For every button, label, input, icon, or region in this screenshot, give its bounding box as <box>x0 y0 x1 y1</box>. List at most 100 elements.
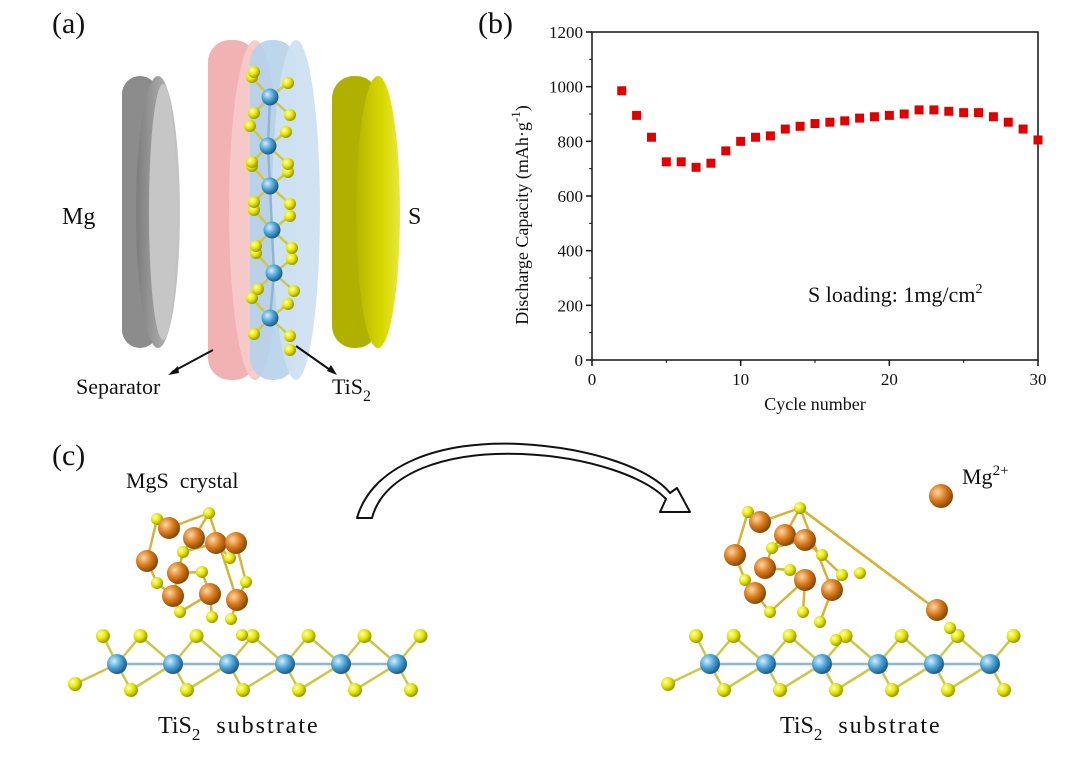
y-tick-label: 0 <box>575 351 584 370</box>
s-atom <box>764 606 776 618</box>
mg-electrode-label: Mg <box>62 204 95 230</box>
s-atom <box>236 629 248 641</box>
ti-atom <box>163 654 183 674</box>
tis2-atom-chain <box>244 66 300 356</box>
ti-atom <box>700 654 720 674</box>
y-tick-label: 800 <box>558 132 584 151</box>
s-atom <box>284 198 296 210</box>
tis2-disc <box>250 40 320 380</box>
s-atom <box>124 683 138 697</box>
tis2-substrate-left <box>68 629 428 697</box>
ti-atom <box>980 654 1000 674</box>
y-tick-label: 1000 <box>549 78 583 97</box>
s-atom <box>174 606 186 618</box>
ti-atom <box>265 264 283 282</box>
s-atom <box>288 285 300 297</box>
y-axis: 0 200 400 600 800 1000 1200 <box>549 23 592 370</box>
s-atom <box>944 622 956 634</box>
s-atom <box>248 328 260 340</box>
y-tick-label: 400 <box>558 242 584 261</box>
ti-atom <box>261 88 279 106</box>
separator-pointer-arrow <box>171 349 214 373</box>
data-point <box>855 113 865 123</box>
mg-atom <box>162 585 184 607</box>
data-point <box>1003 117 1013 127</box>
s-atom <box>357 629 372 643</box>
s-atom <box>284 330 296 342</box>
ti-atom <box>756 654 776 674</box>
mg-electrode-disc <box>122 76 180 348</box>
data-point <box>646 132 656 142</box>
ti-atom <box>259 137 277 155</box>
y-tick-label: 200 <box>558 296 584 315</box>
data-point <box>914 105 924 115</box>
s-atom <box>766 542 778 554</box>
s-atom <box>189 629 204 643</box>
data-point <box>706 158 716 168</box>
mg-atom <box>821 579 843 601</box>
s-atom <box>782 629 797 643</box>
s-atom <box>246 292 258 304</box>
s-atom <box>177 546 189 558</box>
data-point <box>1018 124 1028 134</box>
s-atom <box>726 629 741 643</box>
s-atom <box>1006 629 1021 643</box>
data-point <box>929 105 939 115</box>
s-atom <box>196 566 208 578</box>
data-point <box>780 124 790 134</box>
s-electrode-disc <box>332 76 400 348</box>
s-atom <box>250 240 262 252</box>
mg-ion-atom <box>929 484 953 508</box>
s-atom <box>950 629 965 643</box>
data-point <box>988 112 998 122</box>
s-atom <box>794 502 806 514</box>
s-atom <box>742 506 754 518</box>
s-atom <box>717 683 731 697</box>
s-atom <box>830 634 842 646</box>
s-atom <box>797 606 809 618</box>
x-tick-label: 30 <box>1030 370 1047 389</box>
s-atom <box>784 564 796 576</box>
mg-atom <box>794 529 816 551</box>
x-tick-label: 0 <box>588 370 597 389</box>
s-atom <box>282 77 294 89</box>
s-atom <box>413 629 428 643</box>
s-atom <box>225 613 237 625</box>
s-loading-annotation: S loading: 1mg/cm2 <box>808 282 982 307</box>
s-atom <box>739 574 751 586</box>
mg-atom <box>754 557 776 579</box>
x-tick-label: 10 <box>732 370 749 389</box>
data-point <box>676 157 686 167</box>
s-atom <box>206 611 218 623</box>
mg-atom <box>774 524 796 546</box>
mg-atom <box>724 544 746 566</box>
mg-atom <box>183 527 205 549</box>
panel-a: (a) Mg S Separator TiS2 <box>52 7 421 405</box>
ti-atom <box>107 654 127 674</box>
y-tick-label: 600 <box>558 187 584 206</box>
data-point <box>974 108 984 118</box>
mg-atom <box>226 589 248 611</box>
s-atom <box>284 109 296 121</box>
data-point <box>795 121 805 131</box>
s-atom <box>301 629 316 643</box>
ti-atom <box>261 177 279 195</box>
s-atom <box>252 283 264 295</box>
s-atom <box>280 126 292 138</box>
ti-atom <box>868 654 888 674</box>
s-atom <box>773 683 787 697</box>
s-electrode-label: S <box>408 204 421 230</box>
mg-atom <box>158 517 180 539</box>
s-atom <box>836 569 848 581</box>
mg-atom <box>926 599 948 621</box>
data-point <box>691 162 701 172</box>
mg-atom <box>744 582 766 604</box>
y-tick-label: 1200 <box>549 23 583 42</box>
s-atom <box>203 507 215 519</box>
transformation-arrow <box>356 442 691 519</box>
data-point <box>751 132 761 142</box>
plot-frame <box>591 31 1039 361</box>
s-atom <box>829 683 843 697</box>
